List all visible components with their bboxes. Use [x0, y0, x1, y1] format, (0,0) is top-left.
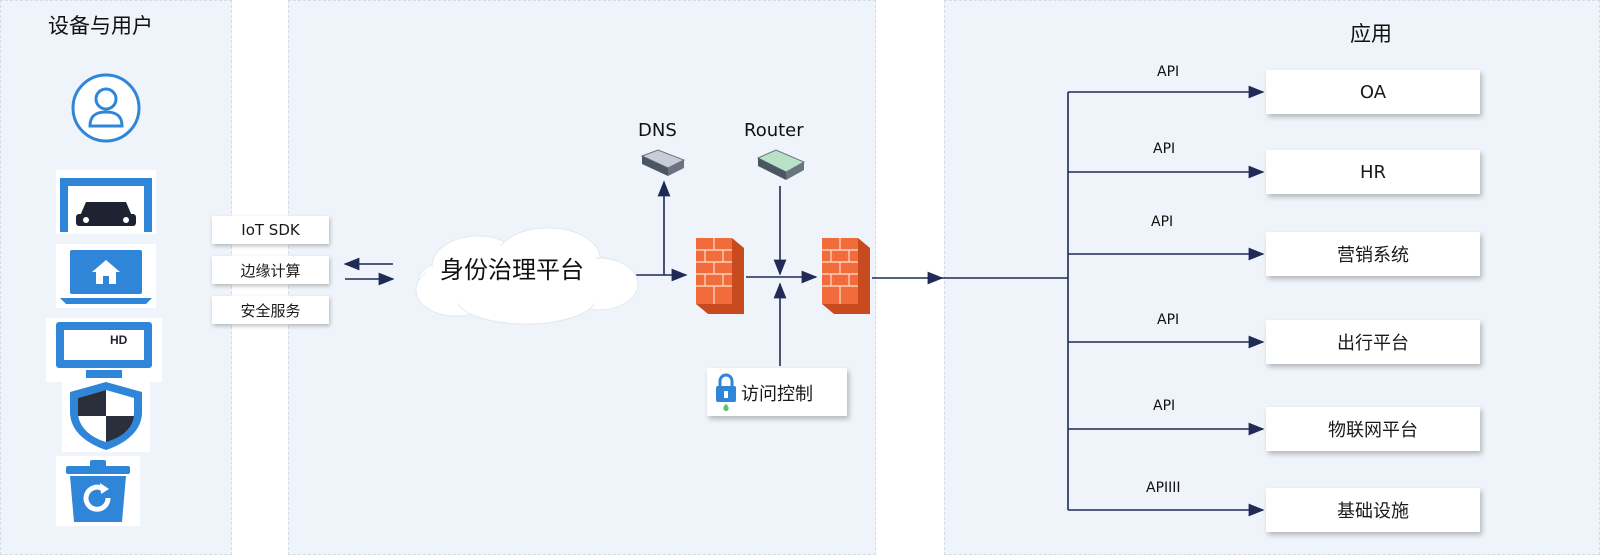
- app-oa: OA: [1266, 70, 1480, 114]
- app-infra: 基础设施: [1266, 488, 1480, 532]
- devices-title: 设备与用户: [48, 14, 153, 38]
- api-label-oa: API: [1157, 64, 1180, 80]
- iot-sdk-tag: IoT SDK: [212, 216, 329, 244]
- api-label-hr: API: [1153, 141, 1176, 157]
- api-label-infra: APIIII: [1146, 480, 1181, 496]
- user-icon: [71, 73, 141, 143]
- svg-text:HD: HD: [110, 333, 128, 347]
- firewall-icon-2: [822, 238, 870, 314]
- access-control-box: 访问控制: [707, 368, 847, 416]
- refresh-bin-icon: [56, 456, 140, 526]
- security-service-tag: 安全服务: [212, 296, 329, 324]
- api-label-travel: API: [1157, 312, 1180, 328]
- app-marketing: 营销系统: [1266, 232, 1480, 276]
- app-hr: HR: [1266, 150, 1480, 194]
- app-travel: 出行平台: [1266, 320, 1480, 364]
- hd-monitor-icon: HD: [46, 318, 162, 382]
- firewall-icon: [696, 238, 744, 314]
- app-iot: 物联网平台: [1266, 407, 1480, 451]
- dns-label: DNS: [638, 120, 677, 141]
- lock-icon: [716, 373, 736, 411]
- security-shield-icon: [62, 378, 150, 452]
- api-label-mkt: API: [1151, 214, 1174, 230]
- dns-server-icon: [640, 149, 686, 176]
- laptop-home-icon: [56, 244, 156, 308]
- router-label: Router: [744, 120, 804, 141]
- cloud-shape: [415, 227, 639, 325]
- car-garage-icon: [56, 170, 156, 234]
- api-label-iot: API: [1153, 398, 1176, 414]
- edge-computing-tag: 边缘计算: [212, 256, 329, 284]
- access-control-label: 访问控制: [741, 384, 813, 405]
- apps-title: 应用: [1350, 22, 1392, 46]
- router-icon: [756, 149, 806, 180]
- identity-platform-label: 身份治理平台: [440, 256, 584, 284]
